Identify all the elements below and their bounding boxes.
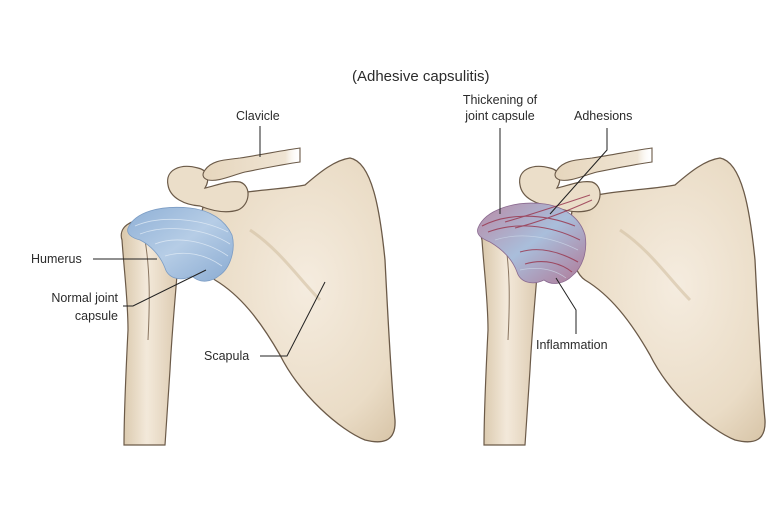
normal-joint-capsule	[127, 206, 234, 282]
scapula-bone	[199, 157, 396, 443]
clavicle-bone-right	[554, 147, 653, 181]
label-normal-joint-capsule-line2: capsule	[74, 309, 118, 323]
label-scapula: Scapula	[204, 349, 250, 363]
figure-title: (Adhesive capsulitis)	[352, 68, 490, 85]
label-inflammation: Inflammation	[536, 338, 608, 352]
acromion	[167, 165, 249, 213]
clavicle-bone	[202, 147, 301, 181]
leader-lines	[93, 126, 608, 357]
label-thickening-line2: joint capsule	[465, 109, 535, 123]
normal-shoulder	[120, 147, 396, 446]
adhesion-strands	[481, 194, 593, 273]
scapula-bone-right	[569, 157, 766, 443]
label-thickening-line1: Thickening of	[462, 93, 538, 107]
label-humerus: Humerus	[31, 252, 82, 266]
affected-shoulder	[477, 147, 766, 446]
label-adhesions: Adhesions	[574, 109, 633, 123]
label-normal-joint-capsule-line1: Normal joint	[51, 291, 118, 305]
label-clavicle: Clavicle	[236, 109, 280, 123]
inflamed-joint-capsule	[477, 202, 587, 284]
